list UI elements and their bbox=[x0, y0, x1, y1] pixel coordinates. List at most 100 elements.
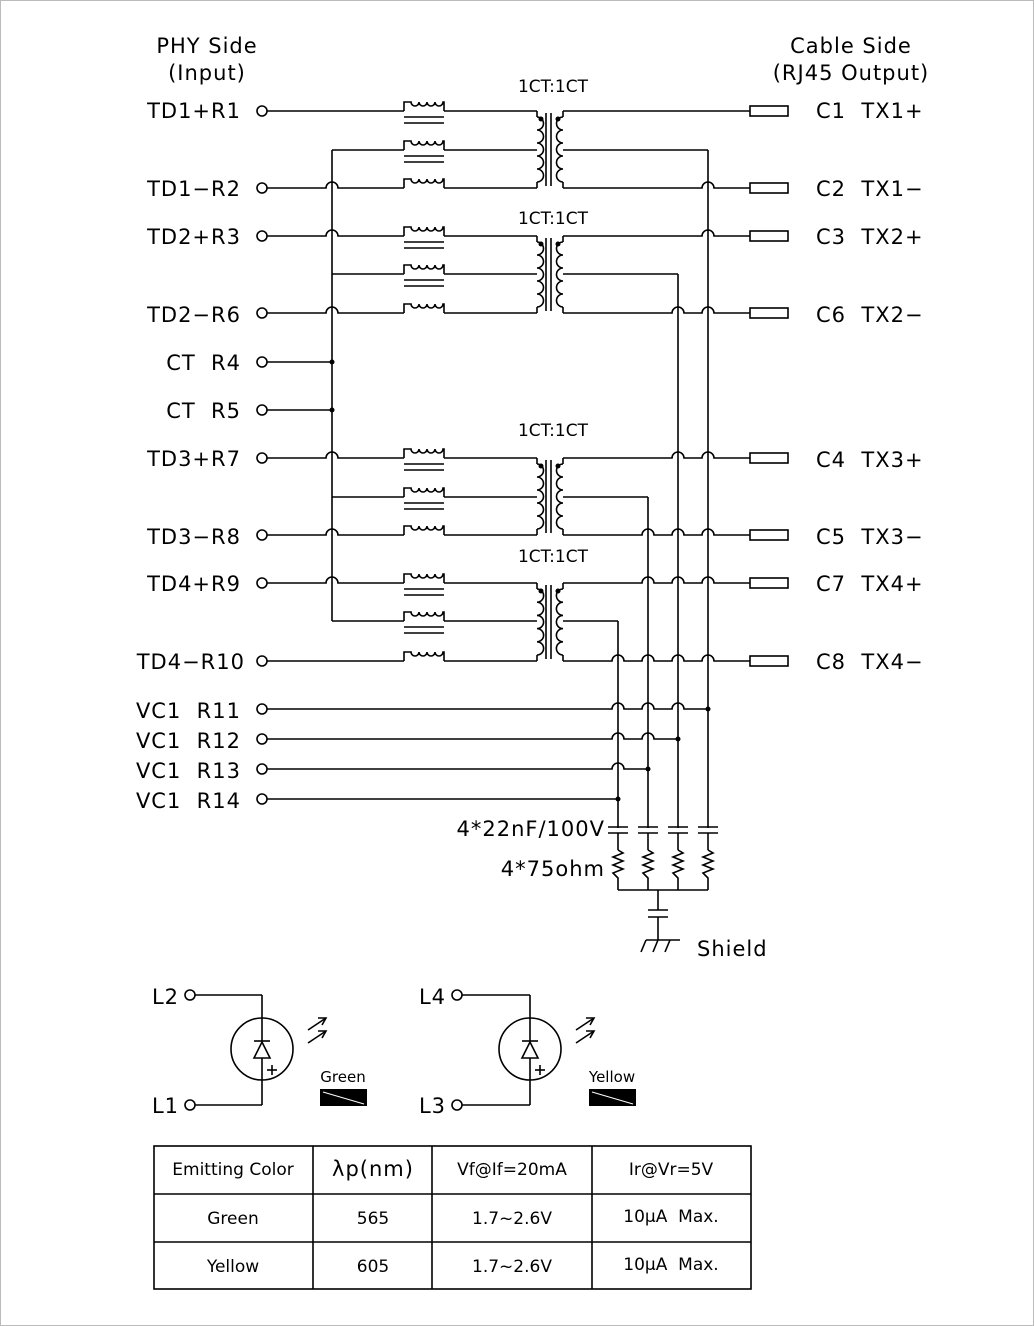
transformer-1-label: 1CT:1CT bbox=[518, 77, 589, 97]
transformer-secondary bbox=[555, 588, 564, 656]
transformer-primary bbox=[536, 241, 545, 308]
choke-winding bbox=[403, 525, 445, 535]
pin-circle bbox=[256, 577, 268, 589]
choke-winding bbox=[403, 140, 445, 150]
choke-winding bbox=[403, 487, 445, 497]
phy-side-subtitle: (Input) bbox=[168, 61, 246, 85]
wire bbox=[267, 229, 404, 237]
table-cell: 605 bbox=[357, 1257, 389, 1277]
table-cell: 1.7~2.6V bbox=[472, 1257, 552, 1277]
color-swatch-line bbox=[322, 1091, 365, 1105]
pin-circle bbox=[184, 989, 196, 1001]
cable-pin-label: C8 TX4− bbox=[816, 650, 924, 674]
led-body bbox=[498, 1017, 562, 1081]
table-border bbox=[153, 1145, 752, 1290]
light-arrow bbox=[307, 1017, 327, 1031]
phy-pin-label: CT R5 bbox=[166, 399, 241, 423]
light-arrow bbox=[575, 1030, 595, 1044]
vc-pin-label: VC1 R14 bbox=[136, 789, 241, 813]
table-header: λp(nm) bbox=[332, 1157, 414, 1181]
table-header: Emitting Color bbox=[172, 1160, 293, 1180]
ground-hatch bbox=[652, 939, 659, 953]
choke-winding bbox=[403, 226, 445, 236]
rj45-pin bbox=[749, 452, 789, 464]
transformer-4-label: 1CT:1CT bbox=[518, 547, 589, 567]
cable-pin-label: C7 TX4+ bbox=[816, 572, 924, 596]
junction-dot bbox=[538, 463, 544, 469]
choke-winding bbox=[403, 448, 445, 458]
light-arrowhead bbox=[318, 1030, 328, 1039]
phy-pin-label: TD3−R8 bbox=[146, 525, 241, 549]
wire bbox=[267, 732, 678, 740]
cable-side-subtitle: (RJ45 Output) bbox=[773, 61, 930, 85]
transformer-primary bbox=[536, 116, 545, 183]
transformer-secondary bbox=[555, 463, 564, 530]
pin-circle bbox=[256, 452, 268, 464]
wire bbox=[563, 451, 750, 459]
wire bbox=[563, 181, 750, 189]
pin-circle bbox=[256, 733, 268, 745]
table-cell: 1.7~2.6V bbox=[472, 1209, 552, 1229]
transformer-secondary bbox=[555, 116, 564, 183]
rj45-pin bbox=[749, 529, 789, 541]
table-cell: 565 bbox=[357, 1209, 389, 1229]
junction-dot bbox=[615, 796, 621, 802]
rj45-pin bbox=[749, 230, 789, 242]
junction-dot bbox=[675, 736, 681, 742]
rj45-pin bbox=[749, 105, 789, 117]
wire bbox=[267, 306, 404, 314]
phy-pin-label: TD2+R3 bbox=[146, 225, 241, 249]
junction-dot bbox=[538, 116, 544, 122]
pin-circle bbox=[184, 1099, 196, 1111]
junction-dot bbox=[329, 359, 335, 365]
vc-pin-label: VC1 R11 bbox=[136, 699, 241, 723]
junction-dot bbox=[538, 241, 544, 247]
choke-winding bbox=[403, 611, 445, 621]
wire bbox=[267, 762, 648, 770]
light-arrowhead bbox=[586, 1017, 596, 1026]
rj45-pin bbox=[749, 577, 789, 589]
light-arrow bbox=[307, 1030, 327, 1044]
cable-pin-label: C5 TX3− bbox=[816, 525, 924, 549]
rj45-pin bbox=[749, 655, 789, 667]
pin-circle bbox=[256, 230, 268, 242]
table-cell: Yellow bbox=[206, 1257, 259, 1277]
ground-hatch bbox=[664, 939, 671, 953]
table-cell: Green bbox=[207, 1209, 258, 1229]
cable-pin-label: C4 TX3+ bbox=[816, 448, 924, 472]
resistor bbox=[610, 849, 626, 890]
phy-pin-label: TD3+R7 bbox=[146, 447, 241, 471]
led-cathode-label: L1 bbox=[152, 1094, 179, 1118]
junction-dot bbox=[555, 241, 561, 247]
choke-winding bbox=[403, 101, 445, 111]
capacitor-label: 4*22nF/100V bbox=[457, 817, 606, 841]
choke-winding bbox=[403, 303, 445, 313]
wire bbox=[267, 702, 708, 710]
pin-circle bbox=[256, 703, 268, 715]
phy-pin-label: TD2−R6 bbox=[146, 303, 241, 327]
wire bbox=[267, 528, 404, 536]
pin-circle bbox=[256, 763, 268, 775]
transformer-secondary bbox=[555, 241, 564, 308]
wire bbox=[267, 451, 404, 459]
junction-dot bbox=[538, 588, 544, 594]
choke-winding bbox=[403, 178, 445, 188]
shield-label: Shield bbox=[697, 937, 768, 961]
phy-pin-label: TD4+R9 bbox=[146, 572, 241, 596]
wire bbox=[563, 528, 750, 536]
phy-pin-label: CT R4 bbox=[166, 351, 241, 375]
choke-winding bbox=[403, 573, 445, 583]
led-anode-label: L4 bbox=[419, 985, 446, 1009]
resistor bbox=[670, 849, 686, 890]
led-color-label: Green bbox=[320, 1068, 365, 1086]
cable-pin-label: C6 TX2− bbox=[816, 303, 924, 327]
light-arrowhead bbox=[586, 1030, 596, 1039]
junction-dot bbox=[555, 588, 561, 594]
led-diode bbox=[252, 1040, 272, 1059]
led-diode bbox=[520, 1040, 540, 1059]
resistor bbox=[640, 849, 656, 890]
junction-dot bbox=[329, 407, 335, 413]
led-color-label: Yellow bbox=[588, 1068, 635, 1086]
pin-circle bbox=[451, 1099, 463, 1111]
